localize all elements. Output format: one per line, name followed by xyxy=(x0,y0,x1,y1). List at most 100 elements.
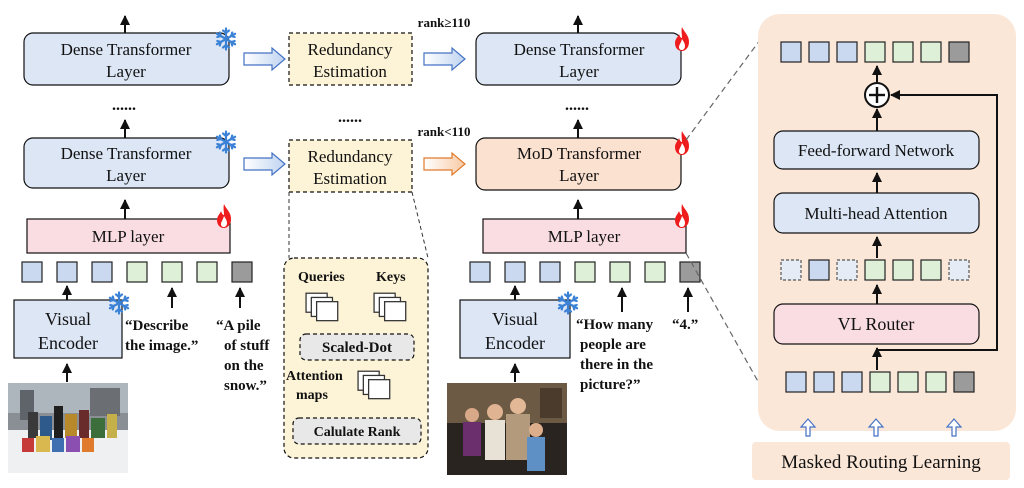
mod-line2: Layer xyxy=(559,166,599,185)
zoom-line xyxy=(685,252,761,386)
middle-column: Redundancy Estimation rank≥110 ...... Re… xyxy=(243,15,471,459)
masked-routing-label: Masked Routing Learning xyxy=(781,452,981,473)
token xyxy=(126,261,148,283)
prompt-line1: “Describe xyxy=(125,318,189,334)
ellipsis: ...... xyxy=(338,109,362,126)
dense-right-line2: Layer xyxy=(559,62,599,81)
calculate-rank-label: Calulate Rank xyxy=(314,425,401,440)
redundancy-estimation-bottom xyxy=(288,139,413,193)
masked-routing-box xyxy=(752,442,1010,480)
token xyxy=(920,41,942,63)
token-row-right xyxy=(469,261,701,283)
left-column: Dense Transformer Layer ...... Dense Tra… xyxy=(8,15,270,473)
flow-arrow xyxy=(243,151,286,177)
queries-matrix-icon xyxy=(305,292,339,322)
snow-scene-photo xyxy=(8,383,128,473)
feed-forward-network xyxy=(773,130,980,170)
token xyxy=(948,41,970,63)
answer-line2: of stuff xyxy=(224,338,270,354)
token xyxy=(897,371,919,393)
token xyxy=(892,259,914,281)
attention-maps-icon xyxy=(357,370,391,400)
token xyxy=(925,371,947,393)
mod-transformer-layer xyxy=(475,137,682,191)
token xyxy=(780,259,802,281)
token xyxy=(808,259,830,281)
visual-encoder-right xyxy=(459,299,571,359)
multi-head-attention xyxy=(773,192,980,234)
token xyxy=(469,261,491,283)
family-photo xyxy=(447,383,567,475)
dense-transformer-layer-bottom xyxy=(23,137,230,189)
flow-arrow xyxy=(243,46,286,72)
right-column: Dense Transformer Layer ...... MoD Trans… xyxy=(447,15,701,475)
zoom-line xyxy=(685,39,761,141)
visual-encoder xyxy=(13,299,123,359)
answer-right: “4.” xyxy=(672,317,698,333)
mod-layer-detail-panel: Feed-forward Network Multi-head Attentio… xyxy=(752,14,1016,480)
dense-bottom-line1: Dense Transformer xyxy=(61,144,192,163)
rank-high-label: rank≥110 xyxy=(418,15,471,30)
redundancy-top-line2: Estimation xyxy=(313,62,387,81)
token xyxy=(161,261,183,283)
dense-transformer-layer-right xyxy=(475,32,682,86)
vl-router xyxy=(773,303,980,345)
dense-top-line2: Layer xyxy=(106,62,146,81)
token xyxy=(813,371,835,393)
token xyxy=(196,261,218,283)
token xyxy=(539,261,561,283)
redundancy-bottom-line1: Redundancy xyxy=(308,147,393,166)
ffn-label: Feed-forward Network xyxy=(798,141,955,160)
token-row-left xyxy=(21,261,253,283)
dense-bottom-line2: Layer xyxy=(106,166,146,185)
ellipsis: ...... xyxy=(565,97,589,114)
fire-icon xyxy=(675,204,689,228)
mlp-label: MLP layer xyxy=(92,227,165,246)
up-arrow-icon xyxy=(867,418,885,437)
prompt-right-line2: people are xyxy=(580,337,646,353)
token xyxy=(91,261,113,283)
token xyxy=(869,371,891,393)
keys-label: Keys xyxy=(376,270,406,285)
skip-connection-arrow xyxy=(877,90,998,351)
prompt-line2: the image.” xyxy=(125,338,198,354)
token xyxy=(780,41,802,63)
token xyxy=(644,261,666,283)
up-arrow-icon xyxy=(945,418,963,437)
flow-arrow xyxy=(423,151,466,177)
attention-maps-line1: Attention xyxy=(286,369,343,384)
token xyxy=(231,261,253,283)
visual-encoder-line2: Encoder xyxy=(38,333,98,353)
ellipsis: ...... xyxy=(112,97,136,114)
scaled-dot-box xyxy=(299,333,415,361)
zoom-line xyxy=(411,191,429,259)
token xyxy=(785,371,807,393)
token xyxy=(836,259,858,281)
token xyxy=(836,41,858,63)
token xyxy=(504,261,526,283)
redundancy-bottom-line2: Estimation xyxy=(313,169,387,188)
vl-router-label: VL Router xyxy=(838,314,915,334)
answer-line1: “A pile xyxy=(216,318,261,334)
mod-line1: MoD Transformer xyxy=(517,144,642,163)
output-token-row xyxy=(780,41,970,63)
up-arrow-icon xyxy=(799,418,817,437)
token xyxy=(808,41,830,63)
rank-low-label: rank<110 xyxy=(418,124,471,139)
redundancy-top-line1: Redundancy xyxy=(308,40,393,59)
visual-encoder-line1: Visual xyxy=(45,309,91,329)
flow-arrow xyxy=(423,46,466,72)
prompt-right-line1: “How many xyxy=(576,317,654,333)
mlp-label-right: MLP layer xyxy=(548,227,621,246)
input-token-row xyxy=(785,371,975,393)
queries-label: Queries xyxy=(298,270,345,285)
mlp-layer xyxy=(26,218,231,254)
token xyxy=(864,41,886,63)
token xyxy=(574,261,596,283)
answer-line3: on the xyxy=(224,358,264,374)
visual-encoder-right-line2: Encoder xyxy=(485,333,545,353)
visual-encoder-right-line1: Visual xyxy=(492,309,538,329)
token xyxy=(679,261,701,283)
token xyxy=(864,259,886,281)
token xyxy=(841,371,863,393)
